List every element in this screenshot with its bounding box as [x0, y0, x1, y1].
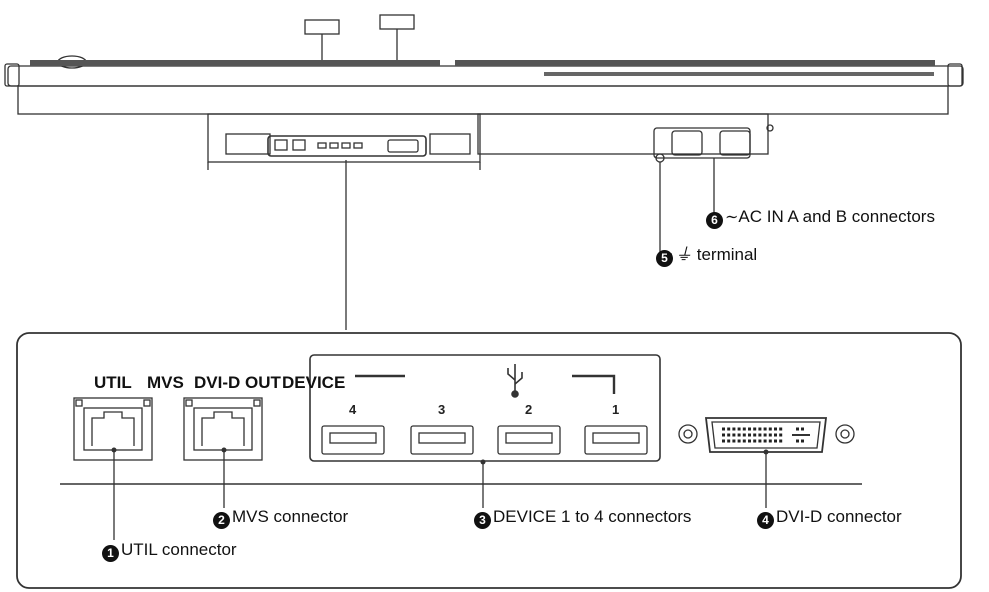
control-panel-front [17, 85, 949, 115]
callout-text-2: MVS connector [232, 507, 349, 526]
usb-port-icon [497, 425, 561, 455]
util-port-title: UTIL [94, 373, 132, 392]
usb-port-number-1: 1 [612, 402, 620, 417]
usb-icon [507, 364, 523, 398]
usb-port-number-4: 4 [349, 402, 357, 417]
usb-port-icon [410, 425, 474, 455]
callout-text-3: DEVICE 1 to 4 connectors [493, 507, 692, 526]
dvi-port-title: DVI-D OUT [194, 373, 281, 392]
callout-text-5: terminal [696, 245, 758, 264]
button-rows [30, 60, 935, 66]
usb-port-icon [321, 425, 385, 455]
usb-port-number-3: 3 [438, 402, 446, 417]
callout-text-6: AC IN A and B connectors [738, 207, 935, 226]
device-port-title: DEVICE [282, 373, 346, 392]
callout-ground-terminal: 5⏚ terminal [656, 245, 757, 267]
usb-port-icon [584, 425, 648, 455]
callout-number-3: 3 [474, 512, 491, 529]
callout-number-1: 1 [102, 545, 119, 562]
usb-port-number-2: 2 [525, 402, 533, 417]
mvs-port-title: MVS [147, 373, 184, 392]
callout-ac-in: 6∼AC IN A and B connectors [706, 207, 935, 229]
callout-number-5: 5 [656, 250, 673, 267]
dvi-port-icon [678, 417, 855, 453]
detail-panel [16, 332, 962, 589]
callout-number-4: 4 [757, 512, 774, 529]
rear-panel-left [207, 113, 481, 163]
rear-panel-right [477, 113, 769, 155]
ac-icon: ∼ [725, 209, 739, 226]
callout-text-1: UTIL connector [121, 540, 237, 559]
callout-number-6: 6 [706, 212, 723, 229]
fader-levers [304, 14, 415, 62]
port-group-small [267, 135, 427, 157]
callout-number-2: 2 [213, 512, 230, 529]
ground-icon: ⏚ [675, 245, 692, 264]
callout-text-4: DVI-D connector [776, 507, 902, 526]
leader-ground [659, 162, 672, 255]
usb-group-outline [309, 354, 661, 462]
